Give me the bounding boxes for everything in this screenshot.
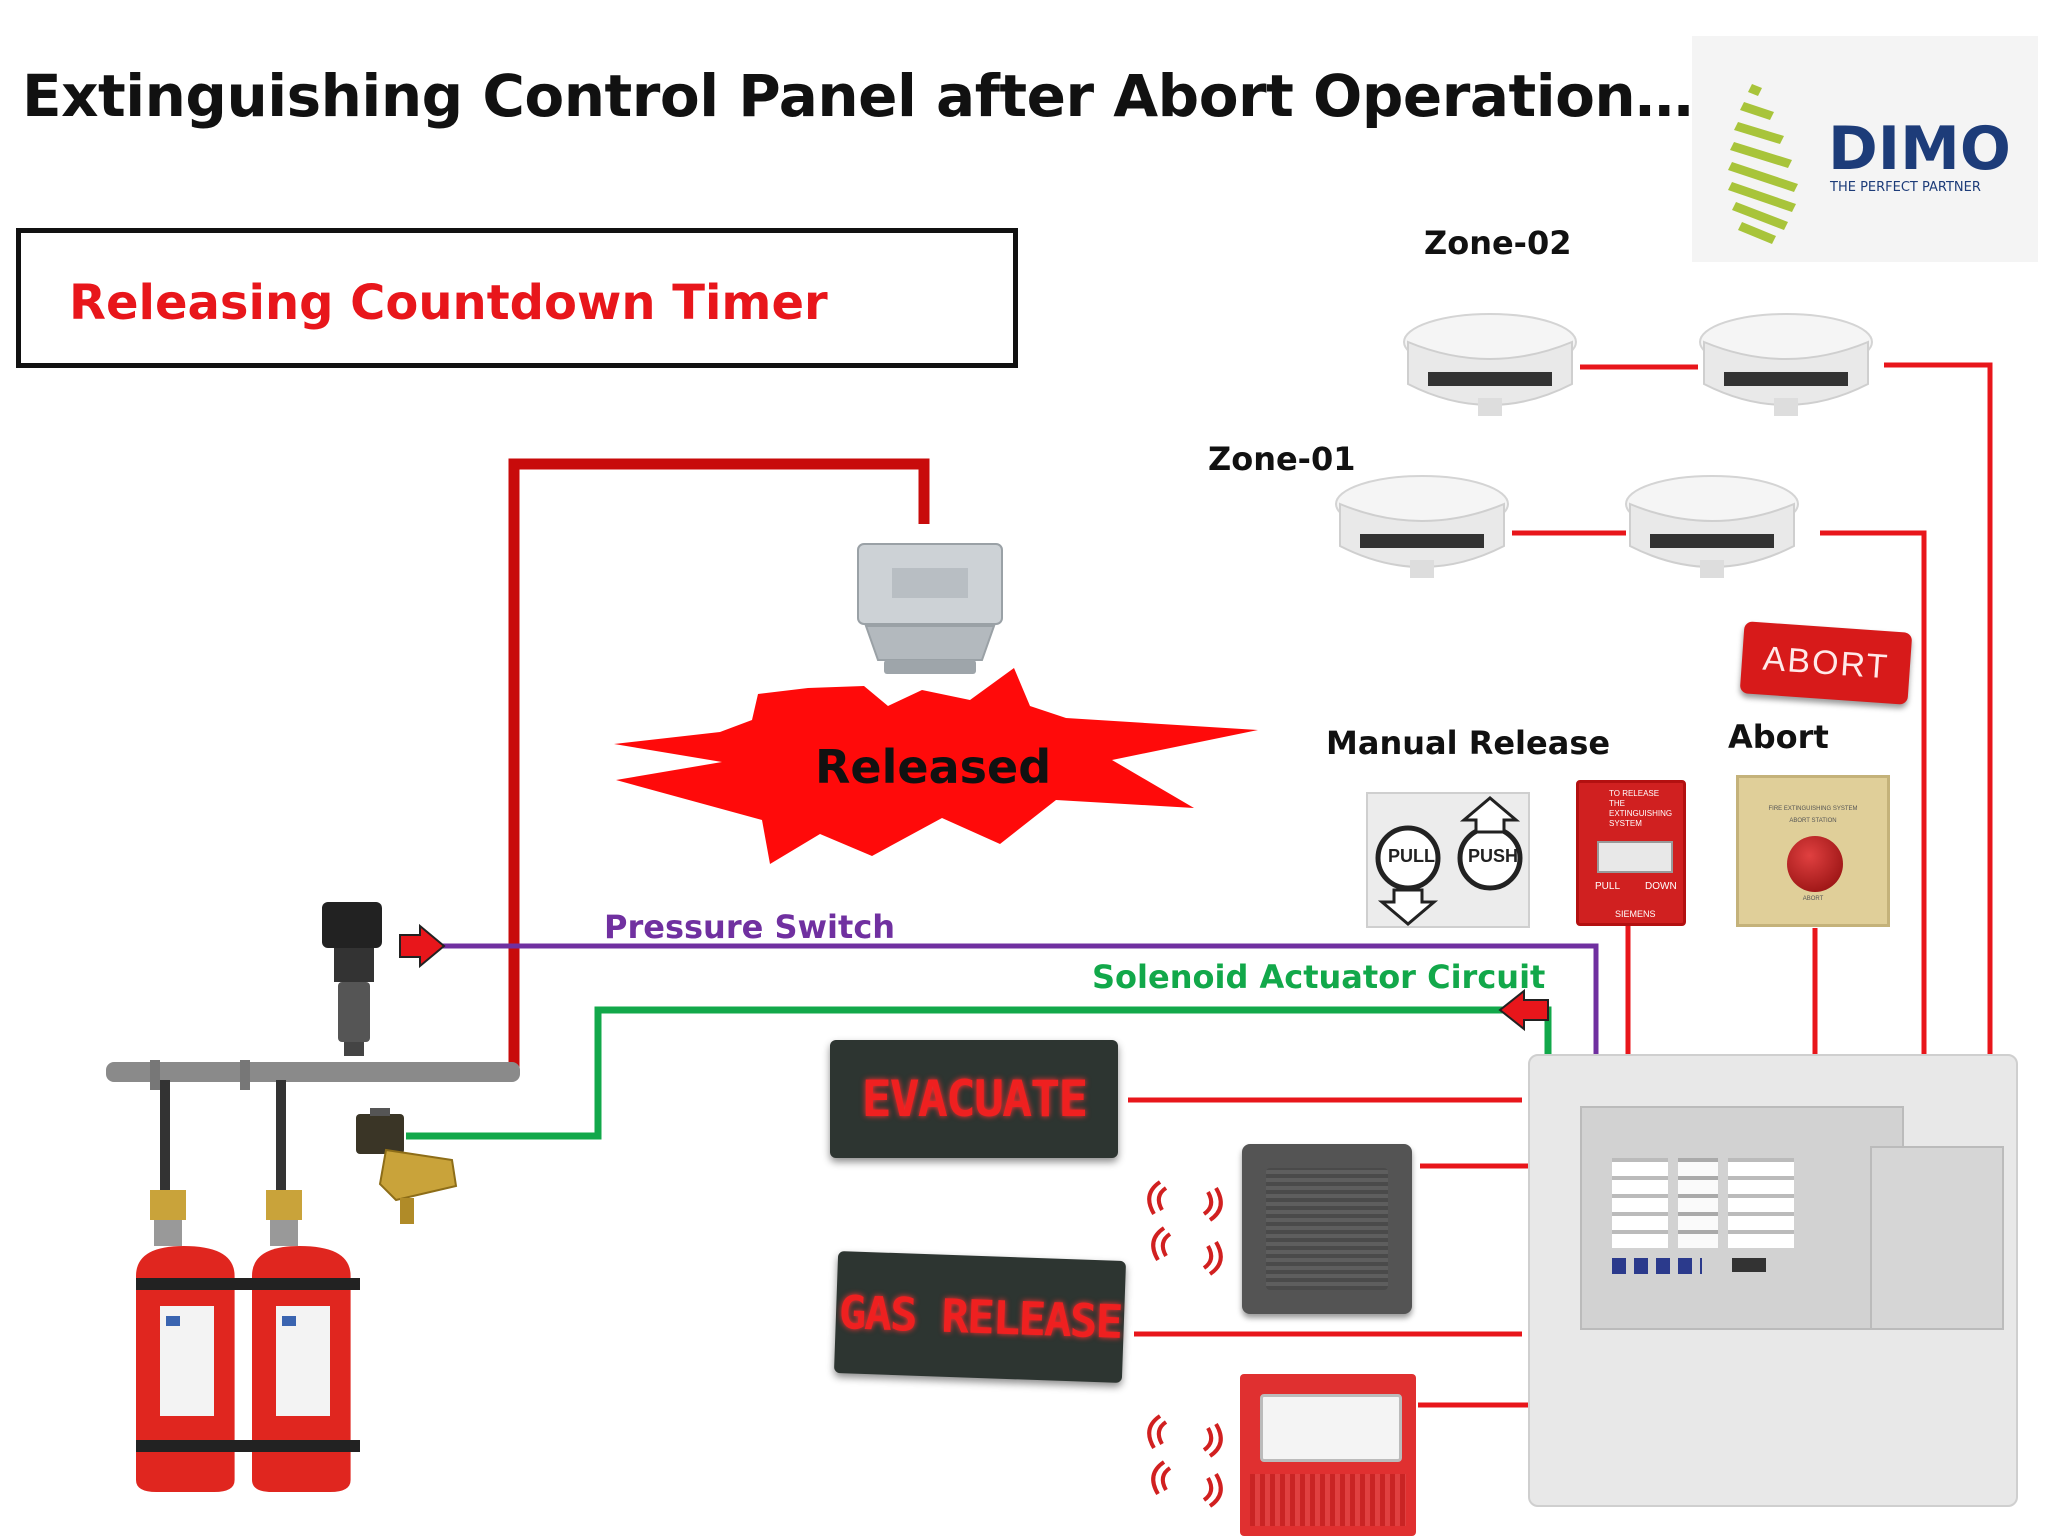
solenoid-circuit-label: Solenoid Actuator Circuit — [1092, 958, 1546, 996]
mcp-down-text: DOWN — [1645, 881, 1677, 892]
alarm-strobe — [1240, 1374, 1416, 1536]
strobe-lens — [1260, 1394, 1402, 1462]
pressure-switch-label: Pressure Switch — [604, 908, 896, 946]
sound-wave-icon — [1147, 1180, 1223, 1508]
discharge-nozzle — [857, 543, 1003, 674]
manual-release-label: Manual Release — [1326, 724, 1611, 762]
countdown-timer-box: Releasing Countdown Timer — [16, 228, 1018, 368]
station-subtitle: ABORT STATION — [1789, 818, 1837, 824]
panel-side-door — [1870, 1146, 2004, 1330]
mcp-line: TO RELEASE — [1609, 789, 1660, 798]
panel-indicator-column — [1612, 1158, 1668, 1248]
released-label: Released — [815, 740, 1052, 794]
dimo-logo: DIMO THE PERFECT PARTNER — [1692, 36, 2038, 262]
mcp-handle[interactable] — [1597, 841, 1673, 873]
gas-cylinder-right — [252, 1080, 351, 1492]
mcp-line: THE — [1609, 799, 1625, 808]
push-text: PUSH — [1468, 846, 1519, 866]
wire-zone2-return — [1884, 362, 1993, 1104]
zone-02-label: Zone-02 — [1424, 224, 1572, 262]
evacuate-sign: EVACUATE — [830, 1040, 1118, 1158]
mcp-pull-text: PULL — [1595, 881, 1621, 892]
abort-label: Abort — [1728, 718, 1829, 756]
mcp-brand: SIEMENS — [1615, 909, 1656, 919]
solenoid-valve — [356, 1108, 458, 1224]
zone-01-label: Zone-01 — [1208, 440, 1356, 478]
panel-keys[interactable] — [1612, 1258, 1702, 1274]
gas-cylinder-left — [136, 1080, 235, 1492]
speaker-grille — [1266, 1168, 1388, 1290]
station-title: FIRE EXTINGUISHING SYSTEM — [1768, 806, 1858, 812]
smoke-detector-zone1-b — [1625, 475, 1799, 578]
panel-display-area — [1580, 1106, 1904, 1330]
pull-push-arrows-icon — [1375, 796, 1523, 926]
panel-indicator-column — [1728, 1158, 1794, 1248]
abort-station: FIRE EXTINGUISHING SYSTEM ABORT STATION … — [1736, 775, 1890, 927]
strobe-grille — [1250, 1474, 1406, 1526]
evacuate-text: EVACUATE — [861, 1070, 1089, 1128]
solenoid-arrow-icon — [1498, 988, 1549, 1032]
pull-push-plate: PULL PUSH — [1366, 792, 1530, 928]
manifold-pipe — [106, 1062, 520, 1082]
gas-release-text: GAS RELEASE — [837, 1285, 1123, 1349]
pull-text: PULL — [1388, 846, 1435, 866]
station-abort-button[interactable] — [1787, 836, 1843, 892]
abort-button-label: ABORT — [1761, 639, 1891, 686]
manual-call-point[interactable]: TO RELEASE THE EXTINGUISHING SYSTEM PULL… — [1576, 780, 1686, 926]
gas-release-sign: GAS RELEASE — [833, 1251, 1127, 1383]
pressure-switch-device — [322, 902, 382, 1056]
panel-indicator-column — [1678, 1158, 1718, 1248]
station-button-text: ABORT — [1802, 896, 1824, 902]
countdown-timer-label: Releasing Countdown Timer — [69, 275, 828, 331]
logo-leaf-icon — [1728, 84, 1798, 244]
abort-button[interactable]: ABORT — [1739, 621, 1913, 705]
discharge-pipe — [508, 458, 930, 1070]
released-starburst — [614, 668, 1258, 864]
mcp-line: EXTINGUISHING — [1609, 809, 1673, 818]
pressure-switch-circuit — [420, 943, 1599, 1066]
pressure-arrow-icon — [399, 923, 446, 969]
page-title: Extinguishing Control Panel after Abort … — [22, 62, 1693, 130]
extinguishing-control-panel — [1528, 1054, 2018, 1507]
smoke-detector-zone2-b — [1699, 313, 1873, 416]
wire-zone1-return — [1820, 530, 1927, 1068]
smoke-detector-zone2-a — [1403, 313, 1577, 416]
logo-name: DIMO — [1828, 114, 2011, 184]
solenoid-circuit — [406, 1006, 1552, 1140]
panel-keyswitch[interactable] — [1732, 1258, 1766, 1272]
logo-tagline: THE PERFECT PARTNER — [1830, 180, 1981, 195]
smoke-detector-zone1-a — [1335, 475, 1509, 578]
mcp-line: SYSTEM — [1609, 819, 1642, 828]
alarm-speaker — [1242, 1144, 1412, 1314]
